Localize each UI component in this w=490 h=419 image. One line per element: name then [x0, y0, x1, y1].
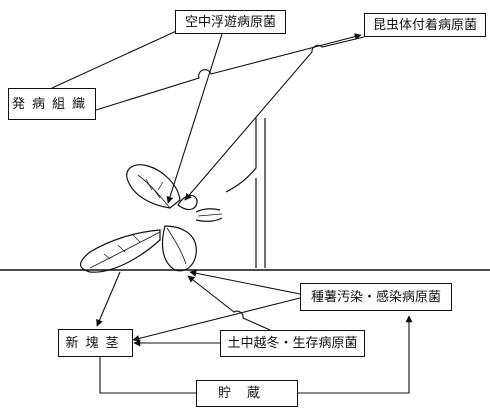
- node-insect-pathogen: 昆虫体付着病原菌: [364, 13, 486, 37]
- arrow-seed-to-plant: [189, 269, 301, 295]
- node-new-tuber: 新塊茎: [58, 329, 133, 357]
- node-airborne-pathogen: 空中浮遊病原菌: [175, 10, 286, 34]
- node-storage: 貯蔵: [196, 380, 298, 407]
- arrow-insect-to-plant: [184, 36, 365, 201]
- connector-arrows: [51, 27, 413, 394]
- arrow-tissue-to-airborne: [51, 27, 184, 89]
- node-soil-pathogen: 土中越冬・生存病原菌: [220, 330, 365, 357]
- plant-stem: [225, 118, 257, 193]
- arrow-tissue-to-insect: [95, 33, 362, 111]
- plant-leaves: [80, 164, 223, 273]
- arrow-seed-to-tuber: [132, 297, 301, 342]
- node-diseased-tissue: 発病組織: [8, 88, 96, 120]
- arrow-tuber-to-storage: [99, 357, 196, 394]
- arrow-airborne-to-plant: [166, 33, 223, 204]
- arrow-storage-to-seed: [298, 315, 413, 394]
- node-tuber-seed-pathogen: 種薯汚染・感染病原菌: [300, 283, 452, 311]
- arrow-soil-to-plant: [187, 275, 271, 331]
- arrow-plant-to-tuber: [96, 271, 121, 327]
